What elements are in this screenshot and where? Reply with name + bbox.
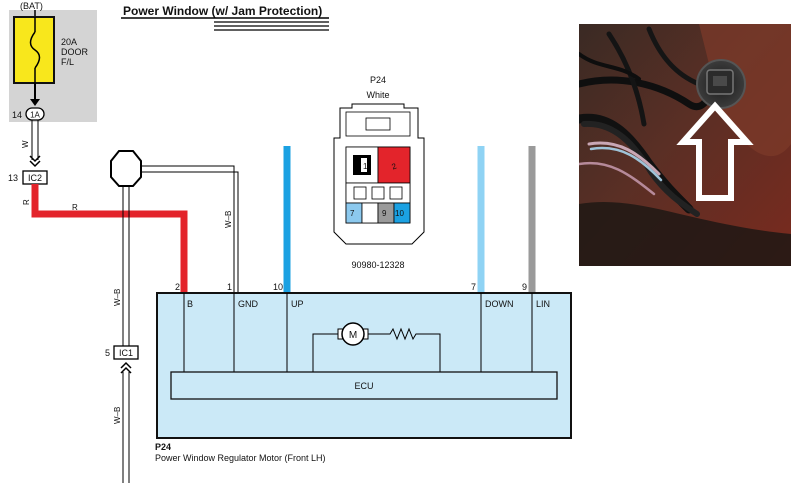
fuse-rating: 20A [61,37,77,47]
terminal-label-up: UP [291,299,304,309]
connector-pin-10-cavity [393,202,411,224]
motor-label: M [349,330,357,341]
connector-pin-9-label: 9 [382,209,387,218]
fuse-terminal-label: 1A [30,111,40,120]
motor-assembly-box [156,292,572,439]
bat-label: (BAT) [20,1,43,11]
ic1-connector [113,345,139,360]
connector-pin-2-cavity [377,146,411,184]
ic2-pin: 13 [8,173,18,183]
connector-pin-2-label: 2 [391,161,399,171]
ic1-chevron-icon [120,361,132,369]
connector-pin-1-label: 1 [363,162,368,171]
terminal-label-lin: LIN [536,299,550,309]
pin-number-up: 10 [273,282,283,292]
callout-arrow-icon [676,101,754,201]
terminal-label-down: DOWN [485,299,514,309]
terminal-label-gnd: GND [238,299,259,309]
wire-label-w: W [21,140,30,148]
motor-circuit [312,333,338,372]
ic1-pin: 5 [105,348,110,358]
pin-number-gnd: 1 [227,282,232,292]
fuse-arrow-icon [30,99,40,106]
ic2-chevron-icon [29,155,41,163]
fuse-name-line2: F/L [61,57,74,67]
resistor-icon [368,327,441,372]
connector-photo [579,24,791,266]
motor-name: Power Window Regulator Motor (Front LH) [155,453,326,463]
fuse-name-line1: DOOR [61,47,89,57]
connector-pin-10-label: 10 [395,209,404,218]
red-wire [31,184,188,293]
fuse-terminal [25,107,45,121]
connector-id: P24 [370,75,386,85]
motor-icon [341,322,365,346]
motor-id: P24 [155,442,171,452]
connector-part-number: 90980-12328 [351,260,404,270]
pin-number-lin: 9 [522,282,527,292]
connector-face [333,103,425,245]
wire-label-wb-trunk: W–B [113,289,122,306]
connector-color: White [366,90,389,100]
wire-label-wb-bottom: W–B [113,407,122,424]
ic2-label: IC2 [28,173,42,183]
fuse-pin: 14 [12,110,22,120]
pin-number-down: 7 [471,282,476,292]
diagram-title: Power Window (w/ Jam Protection) [123,4,322,18]
fuse-element [29,31,41,69]
pin-number-b: 2 [175,282,180,292]
ic1-label: IC1 [119,348,133,358]
wire-label-r-horizontal: R [72,203,78,212]
ecu-label: ECU [354,381,373,391]
wire-label-r-vertical: R [22,199,31,205]
connector-pin-7-label: 7 [350,209,355,218]
connector-pin-1-cavity [361,158,367,172]
wire-label-wb-gnd: W–B [224,211,233,228]
terminal-label-b: B [187,299,193,309]
ground-junction [110,150,142,187]
ecu-block [170,371,558,400]
